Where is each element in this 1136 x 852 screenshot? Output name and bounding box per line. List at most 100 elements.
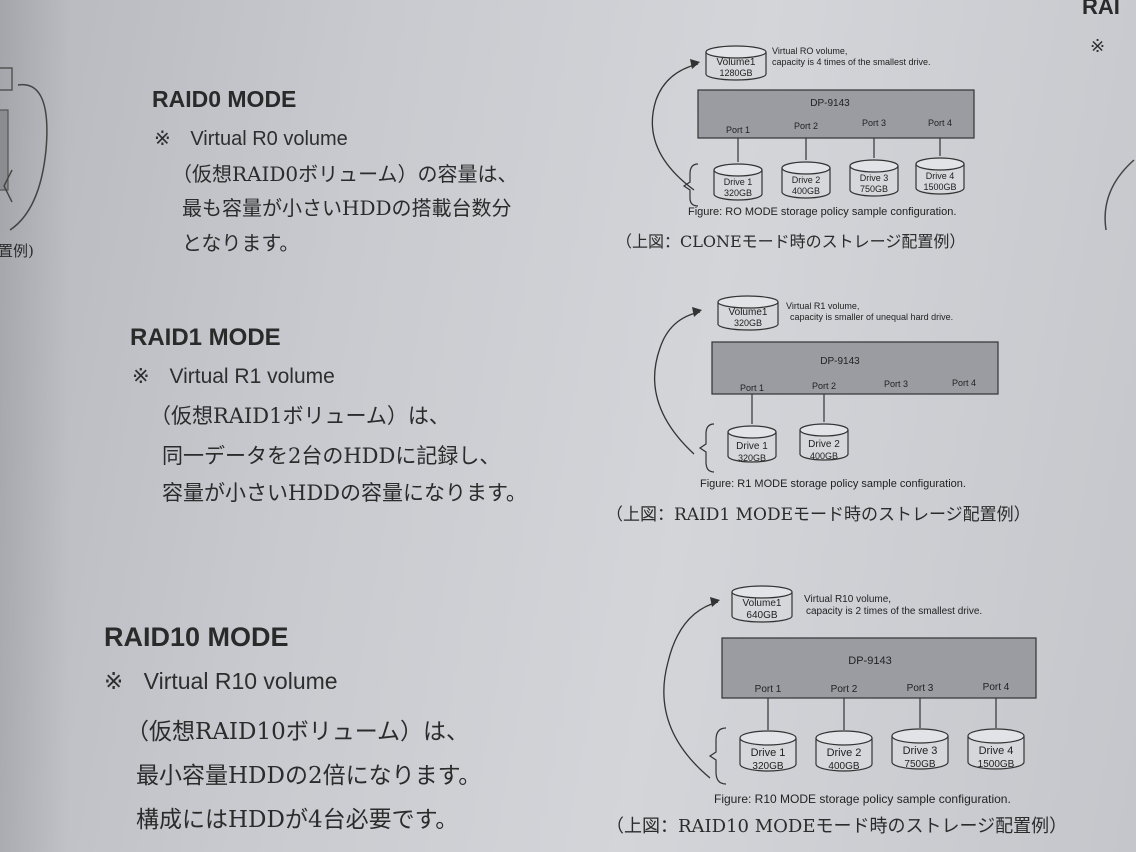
raid1-note-line-2: capacity is smaller of unequal hard driv… — [790, 312, 953, 322]
raid0-volume-name: Volume1 — [717, 57, 756, 68]
raid10-heading: RAID10 MODE — [104, 622, 289, 652]
raid0-drive-2-name: Drive 2 — [792, 175, 821, 185]
raid0-subtitle: Virtual R0 volume — [190, 128, 348, 150]
brace-icon — [698, 423, 715, 473]
raid0-note-line-1: Virtual RO volume, — [772, 46, 847, 56]
raid1-drive-2-name: Drive 2 — [808, 439, 840, 450]
raid0-heading: RAID0 MODE — [152, 86, 297, 112]
raid0-drive-2: Drive 2 400GB — [781, 161, 831, 199]
raid0-drive-4-size: 1500GB — [923, 182, 956, 192]
raid10-volume-name: Volume1 — [743, 598, 782, 609]
raid1-port-4: Port 4 — [952, 378, 976, 388]
raid10-jp-caption: （上図：RAID10 MODEモード時のストレージ配置例） — [606, 816, 1068, 837]
raid1-volume-size: 320GB — [734, 318, 762, 328]
raid10-port-3: Port 3 — [907, 683, 934, 694]
arrow-head-icon — [710, 597, 720, 607]
raid0-desc-line-3: となります。 — [182, 231, 300, 255]
left-edge-diagram-fragment — [0, 67, 48, 231]
raid10-note-line-1: Virtual R10 volume, — [804, 594, 891, 605]
right-edge-diagram-fragment — [1104, 159, 1135, 231]
raid0-port-2: Port 2 — [794, 121, 818, 131]
raid0-figure-caption: Figure: RO MODE storage policy sample co… — [688, 206, 957, 218]
raid10-drive-1: Drive 1 320GB — [739, 730, 797, 772]
raid0-volume-cylinder: Volume1 1280GB — [705, 45, 767, 81]
raid10-drive-1-size: 320GB — [752, 761, 783, 772]
raid1-desc-line-1: （仮想RAID1ボリューム）は、 — [150, 404, 450, 428]
raid1-drive-1-size: 320GB — [738, 453, 766, 463]
raid10-volume-size: 640GB — [746, 610, 777, 621]
raid10-desc-line-2: 最小容量HDDの2倍になります。 — [136, 763, 482, 789]
raid10-device-box — [721, 637, 1037, 699]
raid10-port-4: Port 4 — [983, 682, 1010, 693]
left-edge-caption: 置例) — [0, 242, 34, 260]
raid0-jp-caption: （上図：CLONEモード時のストレージ配置例） — [616, 232, 966, 251]
raid10-device-label: DP-9143 — [848, 655, 891, 667]
raid0-desc-line-1: （仮想RAID0ボリューム）の容量は、 — [172, 162, 518, 186]
raid0-note-line-2: capacity is 4 times of the smallest driv… — [772, 57, 931, 67]
raid0-subtitle-row: ※ Virtual R0 volume — [154, 126, 348, 151]
raid0-port-3: Port 3 — [862, 118, 886, 128]
raid1-device-box — [711, 341, 999, 395]
raid10-drive-4-name: Drive 4 — [979, 745, 1014, 757]
raid10-drive-3-name: Drive 3 — [903, 745, 938, 757]
raid0-drive-3-name: Drive 3 — [860, 173, 889, 183]
raid1-drive-1: Drive 1 320GB — [727, 425, 777, 463]
raid0-diagram: Volume1 1280GB Virtual RO volume, capaci… — [651, 45, 975, 207]
raid0-drive-1-size: 320GB — [724, 188, 752, 198]
raid10-subtitle: Virtual R10 volume — [143, 668, 338, 694]
raid10-note-line-2: capacity is 2 times of the smallest driv… — [806, 606, 982, 617]
page-edge-shadow — [0, 0, 70, 852]
raid0-drive-1: Drive 1 320GB — [713, 163, 763, 201]
raid0-drive-3-size: 750GB — [860, 184, 888, 194]
raid10-desc-line-1: （仮想RAID10ボリューム）は、 — [126, 719, 470, 745]
raid10-figure-caption: Figure: R10 MODE storage policy sample c… — [714, 792, 1011, 806]
raid1-note-line-1: Virtual R1 volume, — [786, 301, 859, 311]
raid1-figure-caption: Figure: R1 MODE storage policy sample co… — [700, 478, 966, 490]
raid10-volume-cylinder: Volume1 640GB — [731, 585, 793, 623]
raid1-port-1: Port 1 — [740, 383, 764, 393]
raid10-drive-2: Drive 2 400GB — [815, 730, 873, 772]
brace-icon — [708, 727, 727, 785]
raid0-device-box — [697, 89, 975, 139]
raid0-port-4: Port 4 — [928, 118, 952, 128]
raid10-port-2: Port 2 — [831, 684, 858, 695]
raid1-flow-arrow — [653, 311, 701, 455]
raid10-drive-2-name: Drive 2 — [827, 747, 862, 759]
brace-icon — [682, 163, 699, 207]
reference-mark-icon: ※ — [154, 128, 171, 150]
raid1-drive-1-name: Drive 1 — [736, 441, 768, 452]
raid1-port-3: Port 3 — [884, 379, 908, 389]
raid0-drive-4: Drive 4 1500GB — [915, 157, 965, 195]
raid1-subtitle-row: ※ Virtual R1 volume — [132, 364, 335, 389]
raid1-volume-name: Volume1 — [729, 307, 768, 318]
raid10-diagram: Volume1 640GB Virtual R10 volume, capaci… — [663, 585, 1037, 785]
raid10-flow-arrow — [663, 601, 719, 779]
right-edge-symbol: ※ — [1090, 36, 1106, 56]
raid10-drive-3: Drive 3 750GB — [891, 728, 949, 770]
raid1-diagram: Volume1 320GB Virtual R1 volume, capacit… — [653, 295, 999, 473]
raid10-port-1: Port 1 — [755, 684, 782, 695]
arrow-head-icon — [692, 307, 702, 317]
raid10-drive-3-size: 750GB — [904, 759, 935, 770]
raid10-subtitle-row: ※ Virtual R10 volume — [104, 668, 338, 695]
raid0-flow-arrow — [651, 63, 699, 191]
raid0-desc-line-2: 最も容量が小さいHDDの搭載台数分 — [182, 196, 512, 220]
raid0-port-1: Port 1 — [726, 125, 750, 135]
raid0-device-label: DP-9143 — [810, 98, 850, 109]
raid10-drive-1-name: Drive 1 — [751, 747, 786, 759]
arrow-head-icon — [690, 59, 700, 69]
raid0-drive-2-size: 400GB — [792, 186, 820, 196]
raid10-drive-4: Drive 4 1500GB — [967, 728, 1025, 770]
raid10-drive-4-size: 1500GB — [978, 759, 1015, 770]
raid10-drive-2-size: 400GB — [828, 761, 859, 772]
raid0-drive-3: Drive 3 750GB — [849, 159, 899, 197]
raid1-desc-line-2: 同一データを2台のHDDに記録し、 — [162, 444, 501, 468]
raid1-heading: RAID1 MODE — [130, 324, 281, 351]
reference-mark-icon: ※ — [104, 668, 124, 694]
raid0-drive-4-name: Drive 4 — [926, 171, 955, 181]
reference-mark-icon: ※ — [132, 365, 150, 388]
raid1-volume-cylinder: Volume1 320GB — [717, 295, 779, 331]
raid0-drive-1-name: Drive 1 — [724, 177, 753, 187]
raid0-volume-size: 1280GB — [719, 68, 752, 78]
raid10-desc-line-3: 構成にはHDDが4台必要です。 — [136, 807, 459, 833]
